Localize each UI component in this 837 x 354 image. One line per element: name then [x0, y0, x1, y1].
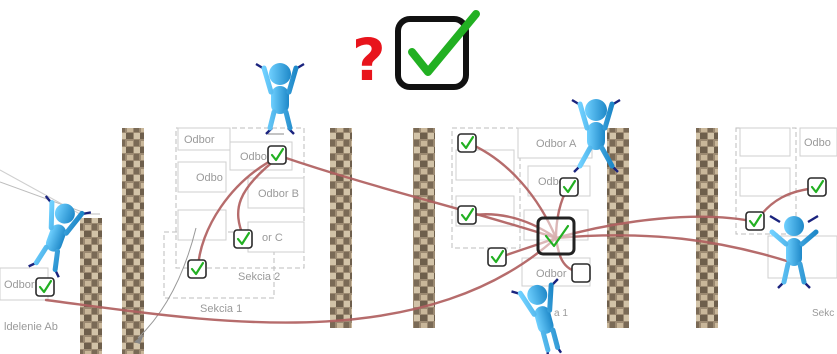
check-icon [487, 247, 507, 267]
sekc-right-label: Sekc [812, 308, 834, 319]
box-label-odbor-top: Odbor [184, 134, 215, 146]
checkbox-icons [35, 133, 827, 297]
stone-pillar [330, 128, 352, 328]
check-icon [745, 211, 765, 231]
check-icon [187, 259, 207, 279]
box-label-odbor-left: Odbor [4, 279, 35, 291]
check-icon [807, 177, 827, 197]
big-check-icon [395, 10, 480, 90]
stone-pillars [80, 128, 718, 354]
person-figure [511, 278, 563, 354]
check-icon [233, 229, 253, 249]
box-label-odbor-low: Odbor [536, 268, 567, 280]
box-label-oddelenie: ldelenie Ab [4, 321, 58, 333]
person-figure [28, 195, 92, 278]
sekcia-1-short-label: a 1 [554, 308, 568, 319]
person-figure [769, 214, 819, 289]
stone-pillar [696, 128, 718, 328]
stone-pillar [413, 128, 435, 328]
box-label-odbo: Odbo [196, 172, 223, 184]
check-icon [35, 277, 55, 297]
check-icon [457, 205, 477, 225]
central-check-icon [536, 216, 576, 256]
connection-lines [44, 140, 820, 324]
box-label-odbor-2: Odbor [240, 151, 271, 163]
check-icon [559, 177, 579, 197]
sekcia-group-left: Odbor Odbor Odbo Odbor B or C Sekcia 2 S… [134, 127, 305, 344]
sekcia-1-label: Sekcia 1 [200, 303, 242, 315]
person-figure [255, 62, 305, 135]
checkbox-empty-icon [571, 263, 591, 283]
figures [28, 62, 819, 354]
box-label-odbor-c: or C [262, 232, 283, 244]
person-figure [571, 98, 621, 173]
check-icon [267, 145, 287, 165]
box-label-odbor-b: Odbor B [258, 188, 299, 200]
stone-pillar [80, 218, 102, 354]
stone-pillar [122, 128, 144, 354]
sekcia-2-label: Sekcia 2 [238, 271, 280, 283]
stone-pillar [607, 128, 629, 328]
box-label-odbor-a: Odbor A [536, 138, 577, 150]
question-mark: ? [352, 26, 386, 94]
hero-icon: ? [352, 10, 480, 94]
check-icon [457, 133, 477, 153]
box-label-odbo-right: Odbo [804, 137, 831, 149]
